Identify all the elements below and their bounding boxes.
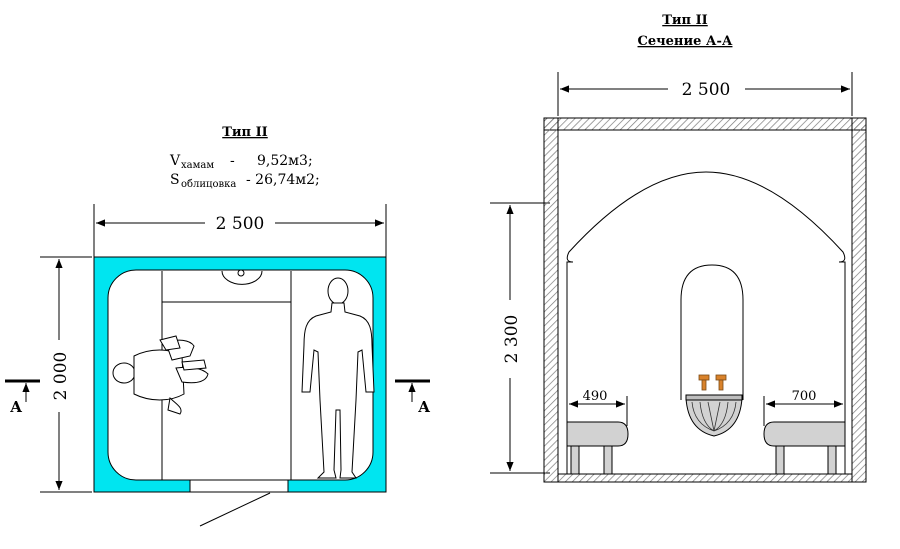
- plan-view: Тип II V хамам - 9,52м3; S облицовка - 2…: [5, 125, 431, 527]
- basin-kurna-icon: [685, 394, 743, 437]
- plan-title: Тип II: [222, 125, 268, 140]
- plan-area-subscript: облицовка: [181, 179, 236, 190]
- right-wall: [851, 117, 867, 483]
- plan-area-symbol: S: [170, 172, 180, 188]
- bench-left: [566, 421, 629, 475]
- vaulted-lining: [566, 171, 846, 474]
- bench-right-dim: 700: [792, 389, 817, 404]
- door-leaf: [199, 492, 271, 527]
- ceiling-slab: [543, 117, 867, 131]
- section-view: Тип II Сечение А-А 2 500 2 300: [490, 13, 867, 483]
- plan-area-value: - 26,74м2;: [246, 172, 320, 188]
- standing-person-icon: [301, 277, 375, 479]
- plan-width-dim: 2 500: [216, 214, 265, 234]
- plan-height-dim: 2 000: [51, 352, 71, 401]
- section-mark-right: А: [418, 398, 431, 416]
- section-mark-left: А: [10, 398, 23, 416]
- tap-icon: [698, 374, 727, 391]
- door-opening: [189, 479, 289, 493]
- bench-right: [763, 421, 846, 475]
- section-title: Тип II: [662, 13, 708, 28]
- lying-person-icon: [112, 335, 209, 415]
- plan-volume-subscript: хамам: [181, 160, 214, 171]
- plan-volume-value: - 9,52м3;: [230, 153, 313, 169]
- left-wall: [543, 117, 559, 483]
- basin-icon: [221, 270, 263, 285]
- section-subtitle: Сечение А-А: [638, 34, 733, 49]
- wall-niche: [680, 264, 744, 400]
- floor-slab: [557, 473, 853, 483]
- plan-volume-symbol: V: [169, 153, 181, 169]
- section-height-dim: 2 300: [502, 315, 522, 364]
- bench-left-dim: 490: [583, 389, 608, 404]
- section-width-dim: 2 500: [682, 80, 731, 100]
